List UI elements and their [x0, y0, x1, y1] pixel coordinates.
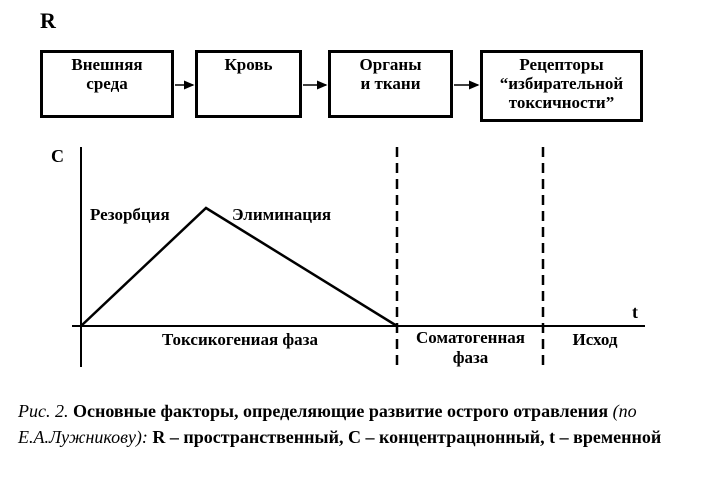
- box-receptors-label: Рецепторы “избирательной токсичности”: [499, 55, 624, 112]
- caption-part2: R – пространственный, С – концентрацн­он…: [147, 427, 662, 447]
- figure-caption: Рис. 2. Основные факторы, определяющие р…: [18, 398, 698, 450]
- caption-prefix: Рис. 2.: [18, 401, 69, 421]
- phase-outcome: Исход: [572, 330, 618, 349]
- caption-italic: (по Е.А.Лужникову):: [18, 401, 637, 447]
- concentration-curve: [80, 206, 398, 328]
- x-axis-label: t: [632, 302, 638, 322]
- box-blood-label: Кровь: [224, 55, 273, 74]
- elimination-label: Элиминация: [232, 205, 332, 224]
- y-axis-label: С: [51, 146, 64, 166]
- resorption-label: Резорбция: [90, 205, 170, 224]
- box-organs-tissues-label: Органы и ткани: [359, 55, 422, 93]
- box-blood: Кровь: [195, 50, 302, 118]
- box-receptors: Рецепторы “избирательной токсичности”: [480, 50, 643, 122]
- box-external-environment: Внешняя среда: [40, 50, 174, 118]
- box-external-environment-label: Внешняя среда: [71, 55, 143, 93]
- box-organs-tissues: Органы и ткани: [328, 50, 453, 118]
- phase-toxicogenic: Токсикогениая фаза: [161, 330, 319, 349]
- phase-somatogenic: Соматогенная фаза: [416, 328, 525, 367]
- r-axis-label: R: [40, 8, 56, 33]
- caption-part1: Основные факторы, определяющие развитие …: [68, 401, 613, 421]
